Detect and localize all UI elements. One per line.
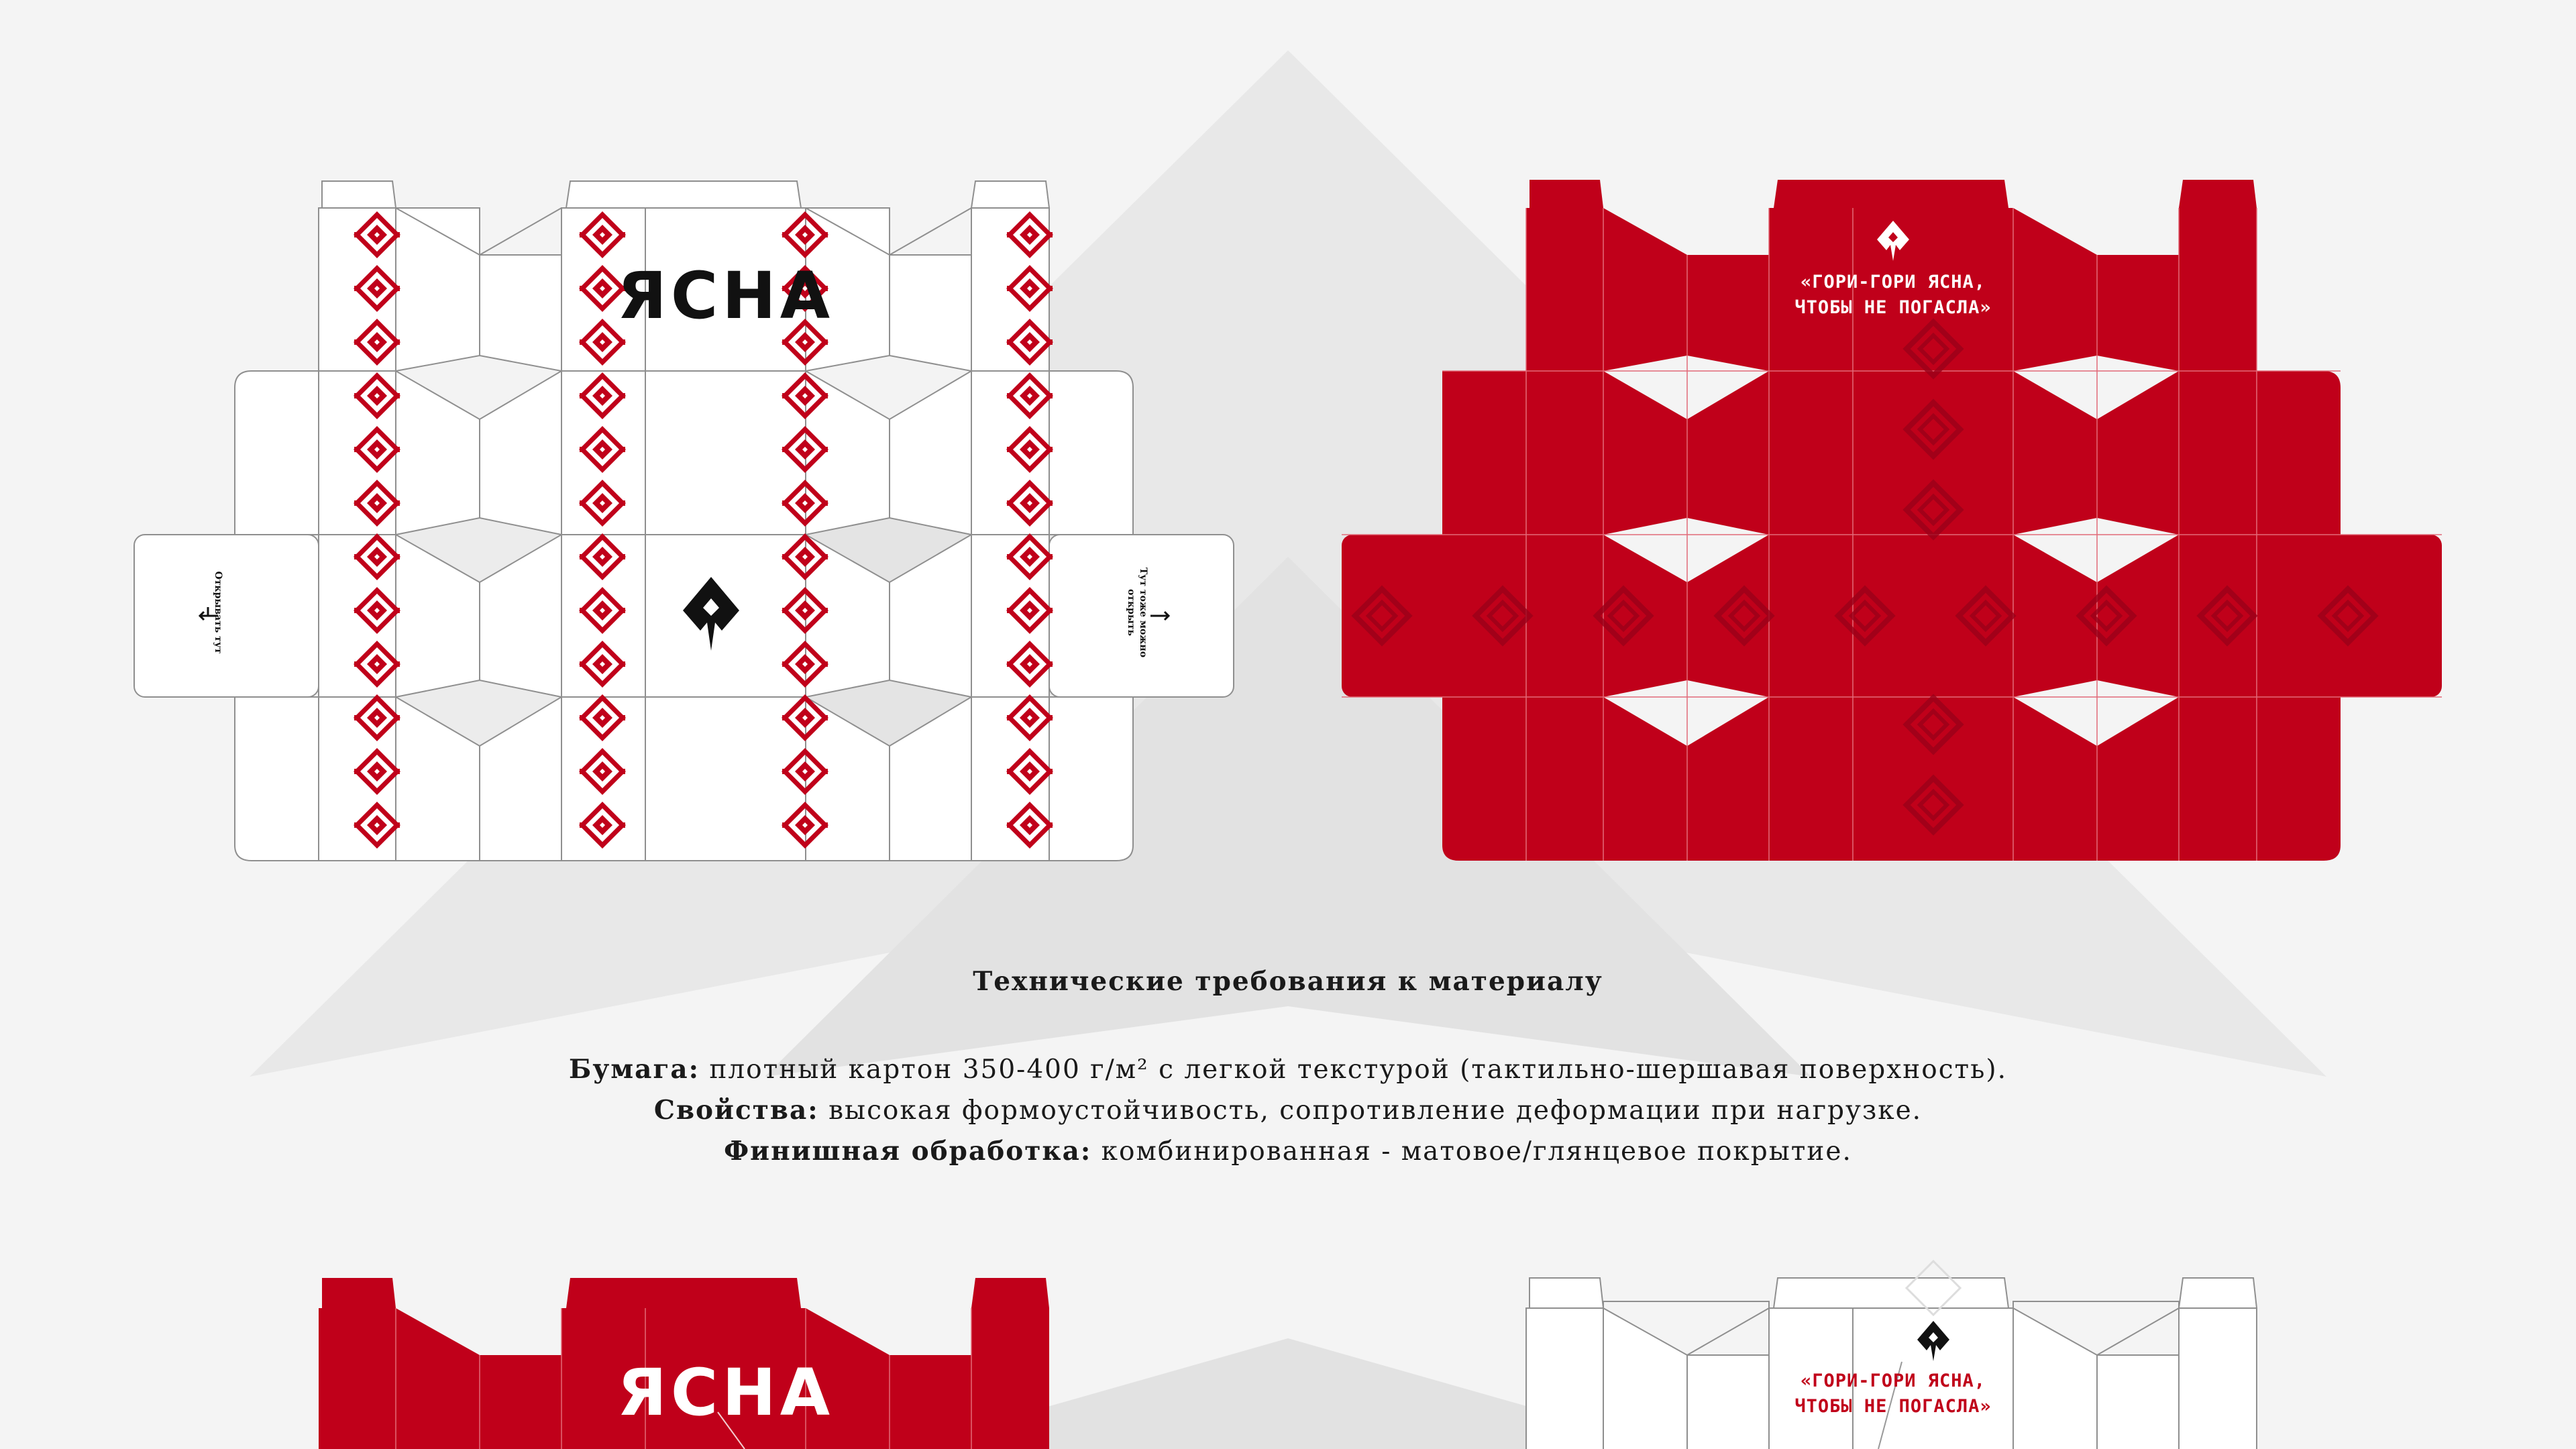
flame-logo-red-icon xyxy=(1917,1321,1949,1361)
tech-finish-label: Финишная обработка: xyxy=(724,1136,1092,1167)
tech-props-text: высокая формоустойчивость, сопротивление… xyxy=(818,1095,1923,1126)
brand-logo-white: ЯСНА xyxy=(617,258,835,333)
slogan-white-panel: «ГОРИ-ГОРИ ЯСНА, ЧТОБЫ НЕ ПОГАСЛА» xyxy=(1784,1368,2002,1419)
slogan-line1: «ГОРИ-ГОРИ ЯСНА, xyxy=(1800,272,1986,292)
slogan-red-panel: «ГОРИ-ГОРИ ЯСНА, ЧТОБЫ НЕ ПОГАСЛА» xyxy=(1784,270,2002,321)
tech-paper-label: Бумага: xyxy=(569,1054,700,1085)
tech-finish-text: комбинированная - матовое/глянцевое покр… xyxy=(1091,1136,1852,1167)
brand-logo-red: ЯСНА xyxy=(617,1355,835,1430)
tech-finish-line: Финишная обработка: комбинированная - ма… xyxy=(0,1131,2576,1172)
tech-paper-line: Бумага: плотный картон 350-400 г/м² с ле… xyxy=(0,1049,2576,1090)
slogan-bottom-line1: «ГОРИ-ГОРИ ЯСНА, xyxy=(1800,1371,1986,1391)
flame-logo-icon xyxy=(683,577,739,651)
flame-logo-small-icon xyxy=(1877,221,1909,261)
slogan-line2: ЧТОБЫ НЕ ПОГАСЛА» xyxy=(1794,297,1992,318)
tech-title: Технические требования к материалу xyxy=(973,966,1603,997)
tech-requirements: Технические требования к материалу Бумаг… xyxy=(0,966,2576,1172)
arrow-right-icon xyxy=(1150,610,1171,621)
slogan-bottom-line2: ЧТОБЫ НЕ ПОГАСЛА» xyxy=(1794,1396,1992,1417)
tech-paper-text: плотный картон 350-400 г/м² с легкой тек… xyxy=(700,1055,2007,1085)
tech-props-line: Свойства: высокая формоустойчивость, соп… xyxy=(0,1090,2576,1131)
arrow-left-icon xyxy=(198,607,218,621)
tech-props-label: Свойства: xyxy=(653,1095,819,1126)
